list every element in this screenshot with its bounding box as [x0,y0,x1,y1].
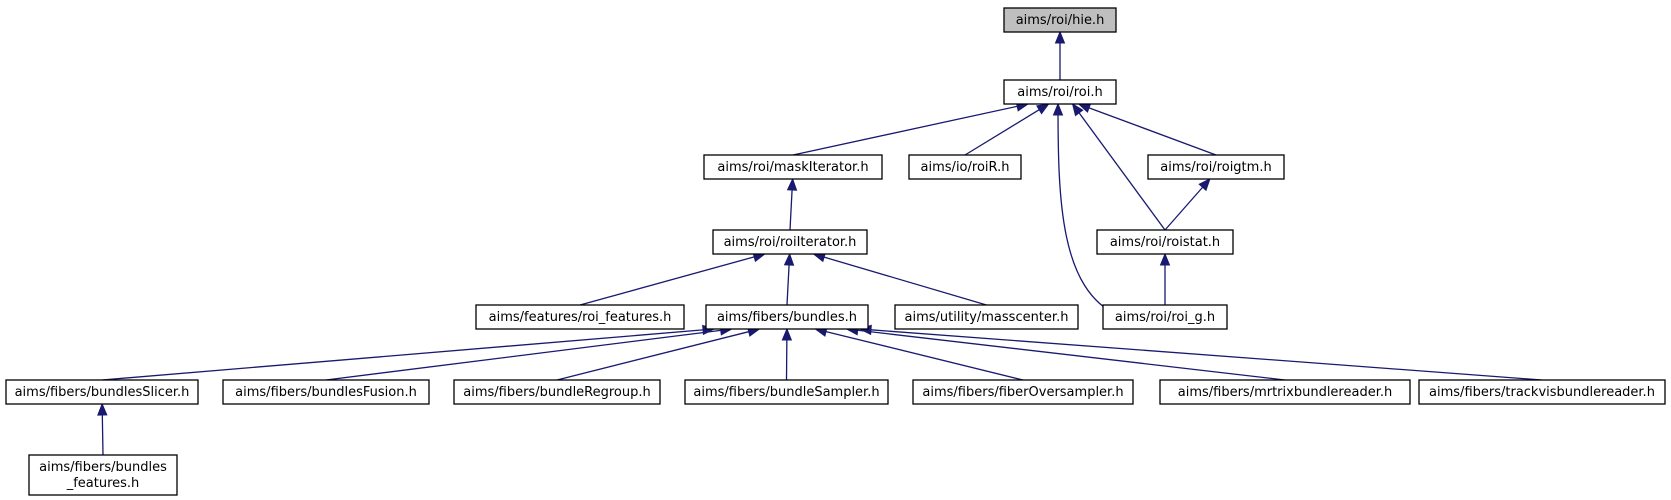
node-bundleRegroup[interactable]: aims/fibers/bundleRegroup.h [453,379,661,405]
node-label: aims/fibers/bundlesSlicer.h [15,385,190,400]
node-box [684,379,889,405]
node-box [28,454,178,496]
edge-roigtm-to-roi [1077,103,1217,156]
node-label: aims/fibers/bundlesFusion.h [235,385,417,400]
node-box [1147,154,1285,180]
node-label: aims/fibers/fiberOversampler.h [922,385,1123,400]
edge-roi_g-to-roi [1052,102,1120,317]
edge-bundleRegroup-to-bundles [556,326,761,381]
node-label: aims/fibers/bundleSampler.h [693,385,879,400]
node-label: aims/features/roi_features.h [489,310,672,325]
node-masscenter[interactable]: aims/utility/masscenter.h [894,304,1079,330]
node-roi_g[interactable]: aims/roi/roi_g.h [1102,304,1228,330]
node-bundlesFusion[interactable]: aims/fibers/bundlesFusion.h [222,379,430,405]
node-box [712,229,868,255]
node-roi[interactable]: aims/roi/roi.h [1003,79,1117,105]
node-fiberOversampler[interactable]: aims/fibers/fiberOversampler.h [912,379,1134,405]
node-box [5,379,199,405]
edge-roi_g-to-roistat [1159,252,1171,305]
node-box [1159,379,1411,405]
node-bundlesSlicer[interactable]: aims/fibers/bundlesSlicer.h [5,379,199,405]
edge-roi_features-to-roiIterator [579,252,767,306]
edge-roistat-to-roigtm [1164,178,1211,231]
nodes-layer: aims/roi/hie.h aims/roi/roi.h aims/roi/mas… [5,7,1666,496]
edge-roi-to-hie [1054,30,1066,80]
edge-roiIterator-to-maskIterator [786,177,798,231]
node-box [908,154,1022,180]
node-label: aims/fibers/bundles [39,460,167,475]
node-bundles_features[interactable]: aims/fibers/bundles_features.h [28,454,178,496]
node-bundleSampler[interactable]: aims/fibers/bundleSampler.h [684,379,889,405]
edge-roistat-to-roi [1071,102,1166,231]
node-label: aims/fibers/bundleRegroup.h [463,385,651,400]
node-label: aims/fibers/trackvisbundlereader.h [1429,385,1655,400]
node-box [1096,229,1234,255]
edge-bundles-to-roiIterator [783,252,795,306]
node-roi_features[interactable]: aims/features/roi_features.h [475,304,685,330]
node-label: aims/fibers/mrtrixbundlereader.h [1178,385,1392,400]
node-label: aims/io/roiR.h [921,160,1010,175]
node-box [1102,304,1228,330]
node-roiR[interactable]: aims/io/roiR.h [908,154,1022,180]
edge-fiberOversampler-to-bundles [814,326,1024,381]
node-box [1418,379,1666,405]
node-box [1003,79,1117,105]
node-box [222,379,430,405]
node-mrtrixbundlereader[interactable]: aims/fibers/mrtrixbundlereader.h [1159,379,1411,405]
node-label: aims/roi/roi.h [1017,85,1102,100]
node-label: aims/roi/roistat.h [1110,235,1220,250]
node-label: aims/roi/roi_g.h [1115,310,1215,325]
node-box [894,304,1079,330]
edge-bundleSampler-to-bundles [781,327,793,381]
edge-maskIterator-to-roi [792,101,1030,156]
node-box [912,379,1134,405]
node-box [475,304,685,330]
node-box [453,379,661,405]
edge-trackvisbundlereader-to-bundles [858,324,1543,381]
node-maskIterator[interactable]: aims/roi/maskIterator.h [703,154,883,180]
node-box [703,154,883,180]
node-roigtm[interactable]: aims/roi/roigtm.h [1147,154,1285,180]
node-roiIterator[interactable]: aims/roi/roiIterator.h [712,229,868,255]
node-box [705,304,869,330]
edge-roiR-to-roi [964,103,1050,156]
node-label: aims/roi/maskIterator.h [717,160,868,175]
node-trackvisbundlereader[interactable]: aims/fibers/trackvisbundlereader.h [1418,379,1666,405]
node-box [1003,7,1117,33]
edge-masscenter-to-roiIterator [812,252,987,306]
node-label: aims/roi/hie.h [1016,13,1105,28]
node-label: aims/utility/masscenter.h [905,310,1069,325]
node-roistat[interactable]: aims/roi/roistat.h [1096,229,1234,255]
node-hie: aims/roi/hie.h [1003,7,1117,33]
edge-bundlesSlicer-to-bundles [101,324,716,381]
node-label: aims/fibers/bundles.h [717,310,857,325]
node-bundles[interactable]: aims/fibers/bundles.h [705,304,869,330]
edge-bundles_features-to-bundlesSlicer [97,402,108,456]
node-label: aims/roi/roiIterator.h [724,235,857,250]
node-label: _features.h [66,476,140,491]
edge-bundlesFusion-to-bundles [325,325,733,381]
node-label: aims/roi/roigtm.h [1160,160,1271,175]
